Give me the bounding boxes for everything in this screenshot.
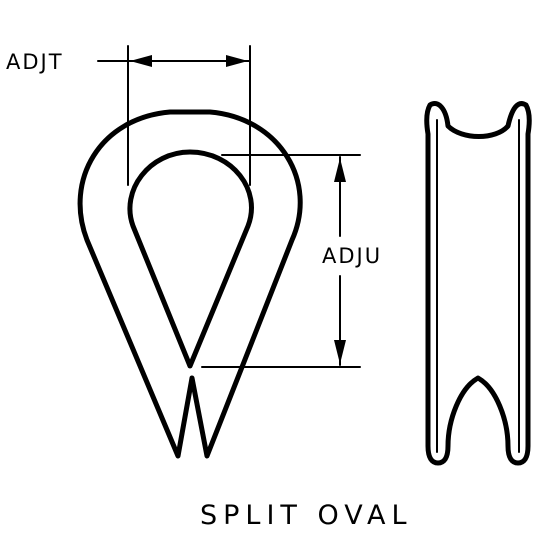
adjt-arrowhead-left bbox=[130, 55, 152, 67]
thimble-inner-eye bbox=[127, 149, 254, 369]
thimble-outer-outline bbox=[77, 109, 303, 459]
side-view-outer-outline bbox=[424, 101, 532, 466]
adjt-label: ADJT bbox=[6, 50, 64, 74]
adju-label: ADJU bbox=[322, 244, 382, 268]
adju-arrowhead-top bbox=[334, 158, 346, 182]
diagram-caption: SPLIT OVAL bbox=[200, 500, 413, 531]
adju-arrowhead-bottom bbox=[334, 340, 346, 364]
adjt-arrowhead-right bbox=[226, 55, 248, 67]
